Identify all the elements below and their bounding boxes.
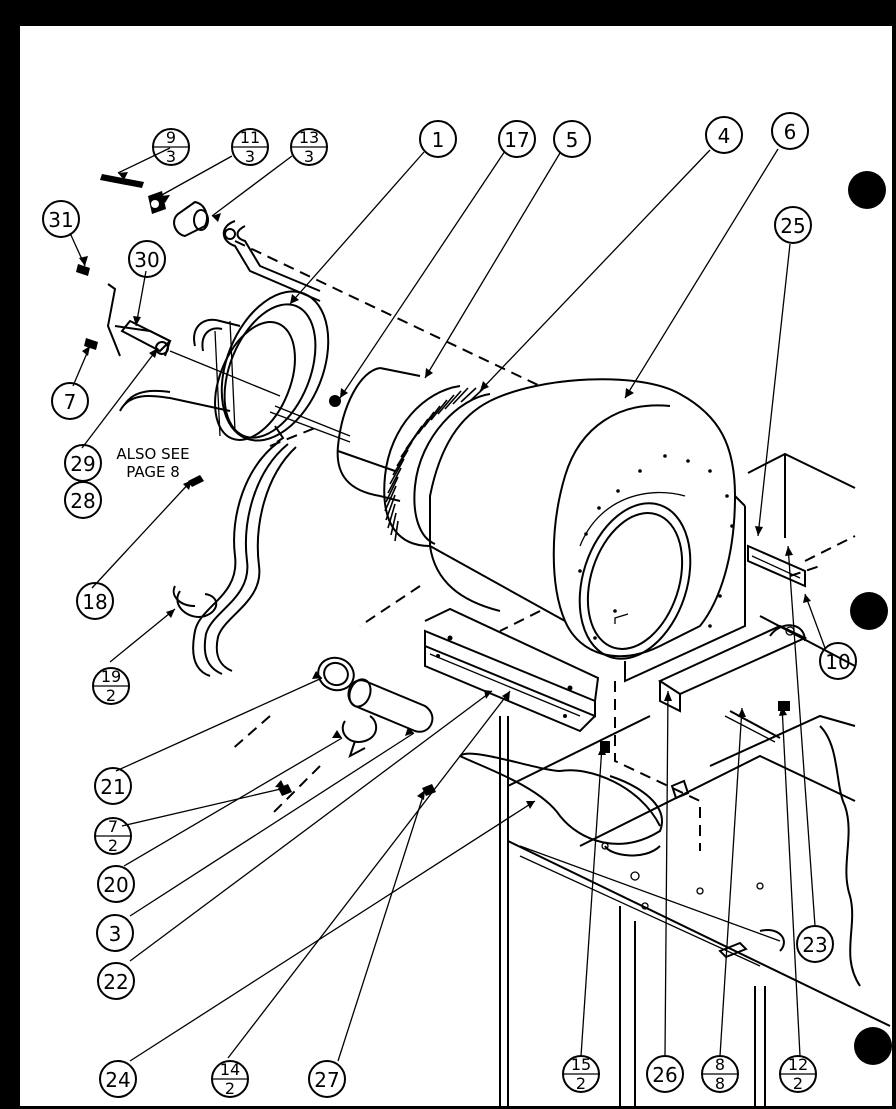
svg-text:3: 3	[304, 147, 314, 166]
callout-1: 1	[419, 120, 457, 158]
svg-text:25: 25	[780, 214, 805, 238]
svg-text:3: 3	[109, 922, 122, 946]
svg-text:10: 10	[825, 650, 850, 674]
svg-text:21: 21	[100, 775, 125, 799]
run-capacitor	[317, 656, 434, 759]
callout-30: 30	[128, 240, 166, 278]
callout-27: 27	[308, 1060, 346, 1098]
deflector-panel	[459, 752, 663, 857]
svg-text:24: 24	[105, 1068, 130, 1092]
svg-text:31: 31	[48, 208, 73, 232]
cabinet-frame	[499, 452, 891, 1106]
svg-text:4: 4	[718, 124, 731, 148]
callout-3: 3	[96, 914, 134, 952]
svg-text:17: 17	[504, 128, 529, 152]
callout-4: 4	[705, 116, 743, 154]
callout-7-2: 72	[94, 817, 132, 855]
svg-text:8: 8	[715, 1074, 725, 1093]
svg-text:14: 14	[220, 1060, 240, 1079]
diagram-sheet: 1 17 5 4 6 25 31 30 7 29 28 18 10 21 20 …	[20, 26, 892, 1106]
svg-text:13: 13	[299, 128, 319, 147]
exploded-view-drawing: 1 17 5 4 6 25 31 30 7 29 28 18 10 21 20 …	[42, 112, 892, 1106]
svg-text:15: 15	[571, 1055, 591, 1074]
binder-hole-bottom	[854, 1027, 892, 1065]
callout-26: 26	[646, 1055, 684, 1093]
svg-text:22: 22	[103, 970, 128, 994]
callout-14-2: 142	[211, 1060, 249, 1098]
svg-text:30: 30	[134, 248, 159, 272]
callout-29: 29	[64, 444, 102, 482]
callout-15-2: 152	[562, 1055, 600, 1093]
callout-5: 5	[553, 120, 591, 158]
svg-text:28: 28	[70, 489, 95, 513]
svg-text:5: 5	[566, 128, 579, 152]
callout-22: 22	[97, 962, 135, 1000]
leader-arrowheads	[79, 172, 811, 809]
svg-text:9: 9	[166, 128, 176, 147]
svg-text:23: 23	[802, 933, 827, 957]
callout-8-8: 88	[701, 1055, 739, 1093]
callout-19-2: 192	[92, 667, 130, 705]
callout-9-3: 93	[152, 128, 190, 166]
capacitor-bracket-30	[106, 283, 281, 397]
binder-hole-top	[848, 171, 886, 209]
svg-text:3: 3	[245, 147, 255, 166]
callout-7: 7	[51, 382, 89, 420]
svg-text:7: 7	[108, 817, 118, 836]
hardware-fasteners	[76, 174, 790, 796]
svg-text:2: 2	[225, 1079, 235, 1098]
callout-25: 25	[774, 206, 812, 244]
svg-text:3: 3	[166, 147, 176, 166]
callout-23: 23	[796, 925, 834, 963]
wire-harness	[172, 440, 297, 677]
callout-20: 20	[97, 865, 135, 903]
svg-text:18: 18	[82, 590, 107, 614]
blower-motor	[269, 367, 421, 502]
callout-21: 21	[94, 767, 132, 805]
svg-text:29: 29	[70, 452, 95, 476]
svg-text:7: 7	[64, 390, 77, 414]
binder-hole-middle	[850, 592, 888, 630]
note-also-see-line1: ALSO SEE	[116, 445, 189, 463]
note-also-see-line2: PAGE 8	[126, 463, 180, 481]
callout-11-3: 113	[231, 128, 269, 166]
callout-31: 31	[42, 200, 80, 238]
svg-text:1: 1	[432, 128, 445, 152]
callout-10: 10	[819, 642, 857, 680]
leader-lines	[69, 147, 826, 1062]
svg-text:2: 2	[576, 1074, 586, 1093]
svg-text:2: 2	[793, 1074, 803, 1093]
svg-text:8: 8	[715, 1055, 725, 1074]
svg-text:20: 20	[103, 873, 128, 897]
svg-text:2: 2	[108, 836, 118, 855]
callout-12-2: 122	[779, 1055, 817, 1093]
callout-6: 6	[771, 112, 809, 150]
callout-13-3: 133	[290, 128, 328, 166]
callout-18: 18	[76, 582, 114, 620]
svg-text:27: 27	[314, 1068, 339, 1092]
motor-mounting-rail	[424, 544, 808, 743]
svg-text:6: 6	[784, 120, 797, 144]
callout-17: 17	[498, 120, 536, 158]
callout-24: 24	[99, 1060, 137, 1098]
blower-housing	[429, 378, 746, 683]
svg-text:11: 11	[240, 128, 260, 147]
callout-28: 28	[64, 481, 102, 519]
svg-text:19: 19	[101, 667, 121, 686]
svg-text:26: 26	[652, 1063, 677, 1087]
alignment-lines	[229, 240, 856, 851]
motor-mount-bracket	[119, 220, 330, 443]
svg-text:2: 2	[106, 686, 116, 705]
svg-text:12: 12	[788, 1055, 808, 1074]
